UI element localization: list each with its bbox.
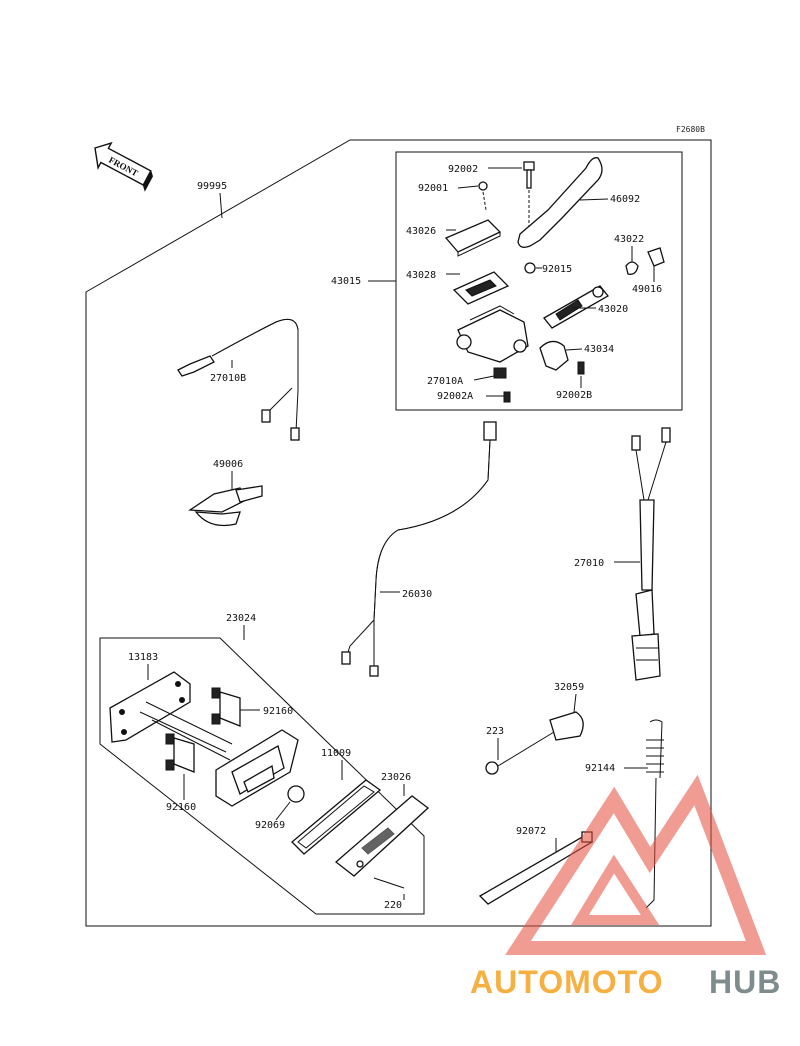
bulb bbox=[287, 785, 305, 803]
label-92002A: 92002A bbox=[437, 391, 473, 402]
label-23026: 23026 bbox=[381, 772, 411, 783]
label-99995: 99995 bbox=[197, 181, 227, 192]
front-arrow-icon: FRONT bbox=[94, 141, 153, 192]
lever-nut bbox=[524, 262, 536, 274]
clamp-bolt bbox=[577, 361, 585, 375]
label-43026: 43026 bbox=[406, 226, 436, 237]
brake-lever bbox=[517, 157, 603, 248]
label-11009: 11009 bbox=[321, 748, 351, 759]
master-cylinder-body bbox=[457, 309, 529, 363]
label-92160-lower: 92160 bbox=[166, 802, 196, 813]
svg-text:HUB: HUB bbox=[709, 964, 781, 1000]
label-32059: 32059 bbox=[554, 682, 584, 693]
switch-screw bbox=[503, 391, 511, 403]
label-49006: 49006 bbox=[213, 459, 243, 470]
dust-boot bbox=[647, 247, 665, 267]
label-223: 223 bbox=[486, 726, 504, 737]
label-92002B: 92002B bbox=[556, 390, 592, 401]
label-92001: 92001 bbox=[418, 183, 448, 194]
brake-switch-front bbox=[493, 367, 507, 379]
label-43015: 43015 bbox=[331, 276, 361, 287]
label-92144: 92144 bbox=[585, 763, 615, 774]
mount-bolts-lower bbox=[165, 733, 195, 773]
light-assembly-box bbox=[99, 637, 425, 915]
switch-bracket bbox=[188, 485, 263, 527]
svg-text:AUTOMOTO: AUTOMOTO bbox=[470, 964, 663, 1000]
label-23024: 23024 bbox=[226, 613, 256, 624]
label-92015: 92015 bbox=[542, 264, 572, 275]
holder-clamp bbox=[539, 340, 569, 371]
label-43034: 43034 bbox=[584, 344, 614, 355]
label-43020: 43020 bbox=[598, 304, 628, 315]
label-46092: 46092 bbox=[610, 194, 640, 205]
mount-bolts-upper bbox=[211, 687, 241, 727]
label-27010: 27010 bbox=[574, 558, 604, 569]
label-13183: 13183 bbox=[128, 652, 158, 663]
light-bracket bbox=[109, 671, 191, 743]
piston-assembly bbox=[543, 285, 609, 329]
rear-brake-switch-27010B bbox=[177, 318, 300, 441]
kit-outline bbox=[85, 139, 712, 927]
cap-screw bbox=[478, 181, 488, 191]
lens-gasket bbox=[291, 779, 382, 855]
label-27010B: 27010B bbox=[210, 373, 246, 384]
clamp-bolt-223 bbox=[485, 731, 555, 775]
label-43022: 43022 bbox=[614, 234, 644, 245]
label-92069: 92069 bbox=[255, 820, 285, 831]
label-220: 220 bbox=[384, 900, 402, 911]
mounting-clamp bbox=[549, 711, 584, 741]
lens-screw bbox=[373, 877, 405, 889]
label-92160-upper: 92160 bbox=[263, 706, 293, 717]
watermark-logo bbox=[505, 774, 767, 955]
watermark-text: AUTOMOTO HUB bbox=[470, 964, 781, 1000]
label-26030: 26030 bbox=[402, 589, 432, 600]
label-43028: 43028 bbox=[406, 270, 436, 281]
circlip bbox=[625, 261, 639, 275]
switch-spring bbox=[649, 719, 663, 779]
pivot-bolt bbox=[523, 161, 535, 189]
brake-switch-27010 bbox=[631, 427, 671, 681]
label-27010A: 27010A bbox=[427, 376, 463, 387]
reservoir-cap bbox=[444, 219, 502, 253]
label-92072: 92072 bbox=[516, 826, 546, 837]
wiring-harness-26030 bbox=[341, 421, 497, 677]
figure-code: F2680B bbox=[676, 125, 705, 134]
label-49016: 49016 bbox=[632, 284, 662, 295]
label-92002: 92002 bbox=[448, 164, 478, 175]
